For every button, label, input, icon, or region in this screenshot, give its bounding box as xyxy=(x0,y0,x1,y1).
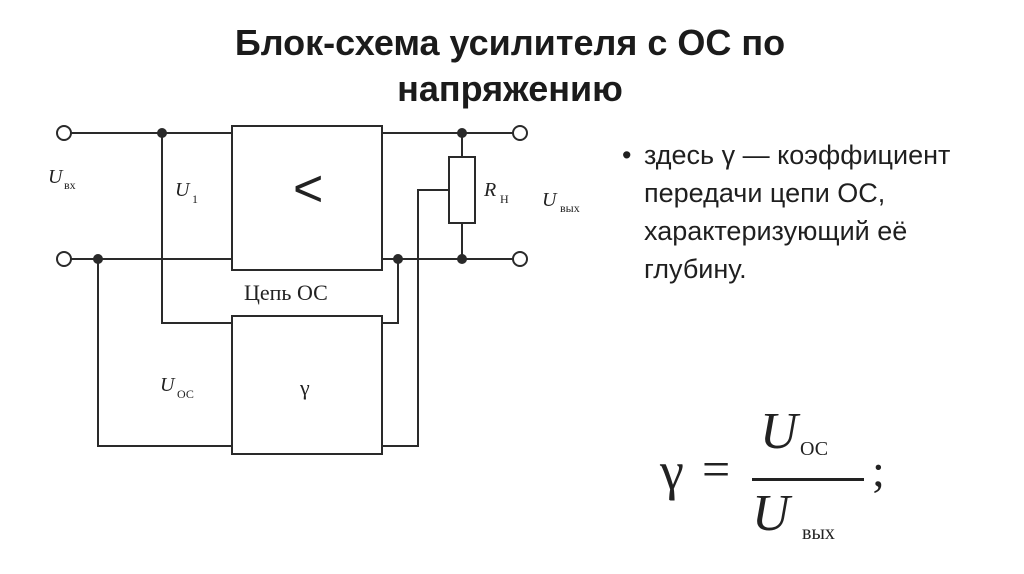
junction-node-right-bottom xyxy=(393,254,403,264)
uoc-return-wire xyxy=(97,259,232,447)
bullet-text: здесь γ — коэффициент передачи цепи ОС, … xyxy=(644,140,951,284)
feedback-block xyxy=(231,315,383,455)
formula-numerator-sub: ОС xyxy=(800,438,829,460)
junction-node-left-bottom xyxy=(93,254,103,264)
formula-terminator: ; xyxy=(872,445,885,496)
formula-numerator: U xyxy=(760,403,798,460)
input-terminal-bottom xyxy=(56,251,72,267)
load-label: R xyxy=(483,179,496,201)
feedback-voltage-label: U xyxy=(160,374,176,396)
input-voltage-label: U xyxy=(48,166,64,188)
u1-feedback-wire xyxy=(161,133,232,324)
tap-wire xyxy=(382,189,449,447)
bullet-item: • здесь γ — коэффициент передачи цепи ОС… xyxy=(622,136,962,288)
formula-equals: = xyxy=(702,441,731,497)
formula-denominator: U xyxy=(752,485,790,542)
input-voltage-sub: вх xyxy=(64,178,76,192)
input-terminal-top xyxy=(56,125,72,141)
slide-title: Блок-схема усилителя с ОС по напряжению xyxy=(234,22,786,109)
amplifier-symbol: < xyxy=(293,160,323,218)
formula-lhs: γ xyxy=(660,441,684,501)
feedback-circuit-label: Цепь ОС xyxy=(244,280,328,305)
formula-denominator-sub: вых xyxy=(802,522,835,544)
feedback-voltage-sub: ОС xyxy=(177,387,194,401)
feedback-block-label: γ xyxy=(299,375,310,400)
amplifier-block xyxy=(231,125,383,271)
u1-sub: 1 xyxy=(192,192,198,206)
fraction-bar xyxy=(752,478,864,481)
output-terminal-bottom xyxy=(512,251,528,267)
junction-node-resistor-bottom xyxy=(457,254,467,264)
u1-label: U xyxy=(175,179,191,201)
output-return-wire xyxy=(382,259,399,324)
load-sub: Н xyxy=(500,192,509,206)
output-voltage-label: U xyxy=(542,189,558,211)
output-voltage-sub: вых xyxy=(560,201,580,215)
feedback-amplifier-diagram: < U вх U 1 R Н U вых Цепь ОС γ U ОС xyxy=(48,125,580,455)
load-resistor xyxy=(448,156,476,224)
bullet-marker: • xyxy=(622,140,632,170)
junction-node-resistor-top xyxy=(457,128,467,138)
output-terminal-top xyxy=(512,125,528,141)
junction-node-u1 xyxy=(157,128,167,138)
gamma-formula: γ = U ОС U вых ; xyxy=(660,400,920,560)
